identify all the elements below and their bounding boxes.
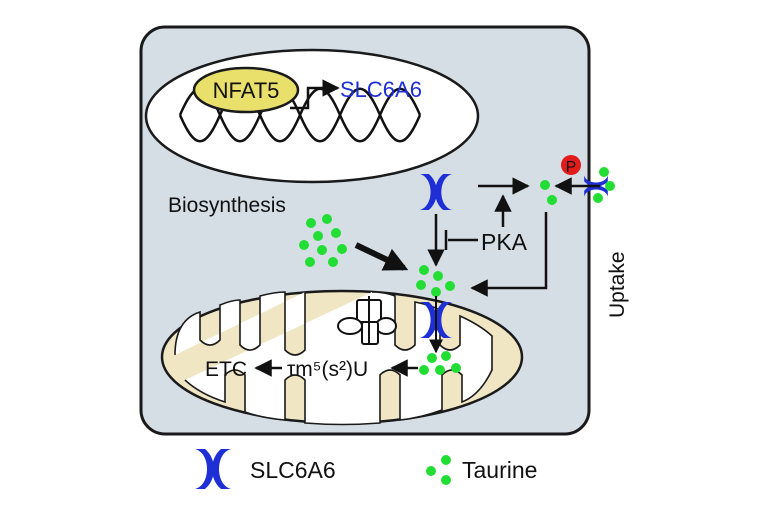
legend-transporter-label: SLC6A6 [250,457,336,483]
transcription-arrow [290,79,340,110]
dna-helix-icon [178,87,422,143]
biosynthesis-arrow [354,242,409,271]
etc-label: ETC [205,358,247,381]
modification-label: τm⁵(s²)U [287,358,368,381]
phosphate-icon [561,155,581,175]
taurine-cluster-biosynthesis [299,214,347,267]
nucleus: NFAT5 SLC6A6 [144,48,480,184]
uptake-label: Uptake [606,251,629,318]
trna-icon [337,296,397,345]
biosynthesis-label: Biosynthesis [168,194,286,217]
nfat5-protein [192,66,300,114]
nfat5-label: NFAT5 [213,78,280,103]
phosphate-label: P [566,159,577,176]
taurine-cluster-mito [419,351,461,375]
legend-taurine-label: Taurine [462,457,537,483]
taurine-cluster-cytosol [416,265,455,297]
slc6a6-gene-label: SLC6A6 [340,77,422,102]
legend-transporter-icon [195,449,231,489]
pka-inhibition [444,230,478,250]
uptake-return-arrow [470,212,548,297]
membrane-transporter: P [554,155,608,197]
taurine-cluster-membrane [540,167,615,205]
pka-label: PKA [481,229,528,255]
legend-taurine-icon [426,455,451,485]
